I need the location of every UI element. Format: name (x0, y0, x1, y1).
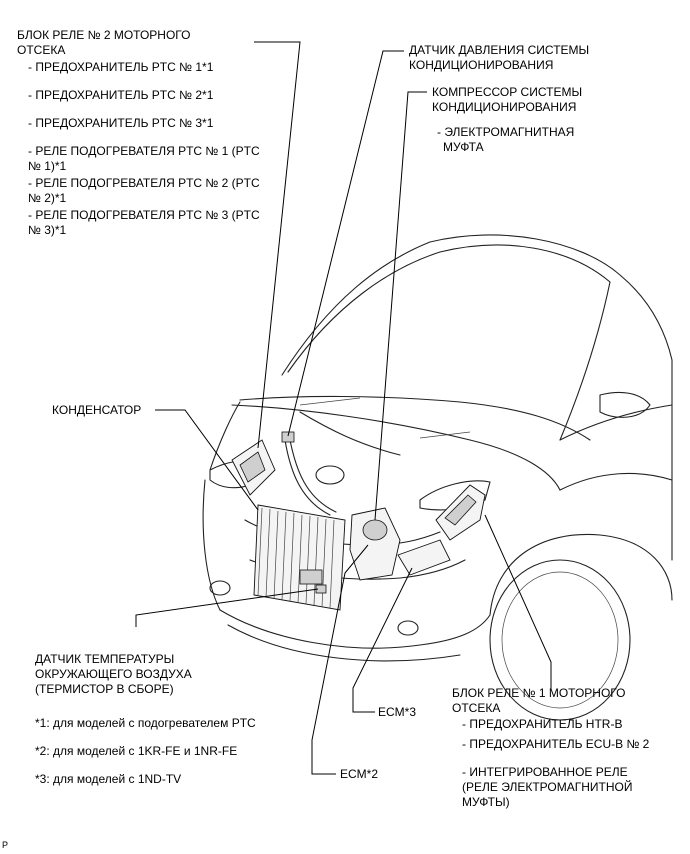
footnote-2: *2: для моделей с 1KR-FE и 1NR-FE (35, 744, 238, 758)
ecm-unit (397, 539, 451, 576)
relay-block-1-unit (435, 484, 486, 541)
corner-mark: P (2, 840, 9, 850)
relay-block-1-item: - ПРЕДОХРАНИТЕЛЬ HTR-B (462, 717, 623, 731)
vehicle-illustration (202, 234, 673, 721)
relay-block-2-item: - ПРЕДОХРАНИТЕЛЬ PTC № 2*1 (28, 88, 214, 102)
compressor-sub-line1: - ЭЛЕКТРОМАГНИТНАЯ (437, 125, 575, 139)
relay-block-2-item: № 3)*1 (28, 223, 67, 237)
footnote-3: *3: для моделей с 1ND-TV (35, 772, 182, 786)
relay-block-1-title-line1: БЛОК РЕЛЕ № 1 МОТОРНОГО (452, 686, 626, 700)
ecm3-label: ECM*3 (378, 705, 417, 719)
relay-block-2-title-line1: БЛОК РЕЛЕ № 2 МОТОРНОГО (17, 28, 191, 42)
footnote-1: *1: для моделей с подогревателем PTC (35, 716, 256, 730)
leader-lines (135, 41, 552, 775)
ambient-sensor-label-line2: ОКРУЖАЮЩЕГО ВОЗДУХА (35, 667, 192, 681)
relay-block-1-item: - ПРЕДОХРАНИТЕЛЬ ECU-B № 2 (462, 737, 650, 751)
relay-block-2-item: - ПРЕДОХРАНИТЕЛЬ PTC № 1*1 (28, 60, 214, 74)
relay-block-1-item: МУФТЫ) (462, 795, 510, 809)
relay-block-2-unit (231, 439, 276, 496)
pressure-sensor-label-line2: КОНДИЦИОНИРОВАНИЯ (409, 58, 554, 72)
ambient-sensor-label-line1: ДАТЧИК ТЕМПЕРАТУРЫ (35, 652, 175, 666)
condenser-label: КОНДЕНСАТОР (52, 403, 142, 417)
relay-block-2-item: № 2)*1 (28, 191, 67, 205)
relay-block-1-title-line2: ОТСЕКА (452, 701, 501, 715)
compressor-label-line1: КОМПРЕССОР СИСТЕМЫ (432, 85, 583, 99)
relay-block-2-item: - РЕЛЕ ПОДОГРЕВАТЕЛЯ PTC № 3 (PTC (28, 208, 260, 222)
compressor-sub-line2: МУФТА (443, 140, 484, 154)
pressure-sensor-label-line1: ДАТЧИК ДАВЛЕНИЯ СИСТЕМЫ (409, 43, 590, 57)
relay-block-2-item: - ПРЕДОХРАНИТЕЛЬ PTC № 3*1 (28, 116, 214, 130)
compressor-unit (349, 507, 401, 581)
ambient-sensor-label-line3: (ТЕРМИСТОР В СБОРЕ) (35, 682, 174, 696)
ecm2-label: ECM*2 (340, 767, 379, 781)
relay-block-1-item: (РЕЛЕ ЭЛЕКТРОМАГНИТНОЙ (462, 780, 633, 794)
relay-block-1-item: - ИНТЕГРИРОВАННОЕ РЕЛЕ (462, 765, 628, 779)
relay-block-2-item: - РЕЛЕ ПОДОГРЕВАТЕЛЯ PTC № 2 (PTC (28, 176, 260, 190)
relay-block-2-item: № 1)*1 (28, 159, 67, 173)
relay-block-2-item: - РЕЛЕ ПОДОГРЕВАТЕЛЯ PTC № 1 (PTC (28, 144, 260, 158)
pressure-sensor-pipe (281, 431, 337, 516)
condenser-unit (253, 504, 346, 611)
relay-block-2-title-line2: ОТСЕКА (17, 43, 66, 57)
compressor-label-line2: КОНДИЦИОНИРОВАНИЯ (432, 100, 577, 114)
